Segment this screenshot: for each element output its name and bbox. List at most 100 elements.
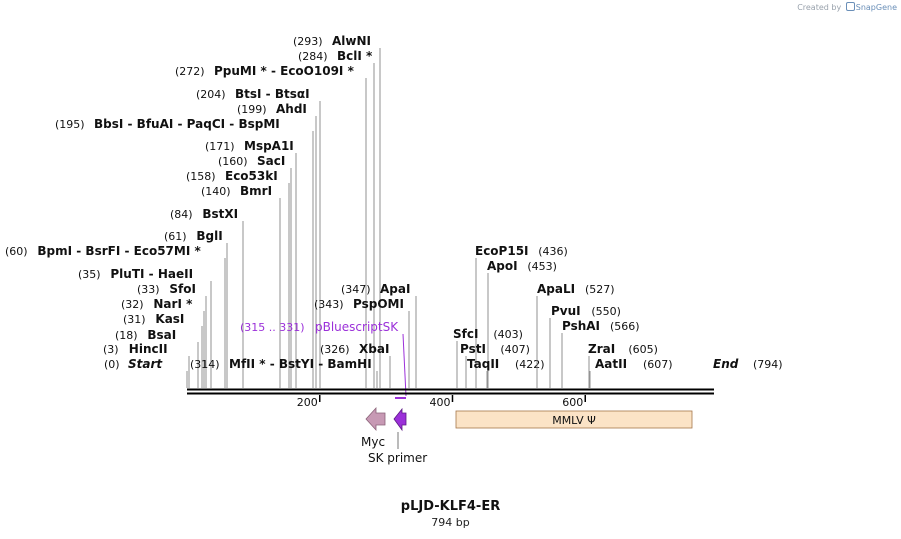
restriction-site-pspomi: (343) PspOMI — [314, 297, 410, 388]
restriction-site-mspa1i: (171) MspA1I — [205, 139, 297, 388]
primer-name: pBluescriptSK — [315, 320, 399, 334]
site-enzyme-name: BmrI — [240, 184, 272, 198]
restriction-site-hincii: (3)HincII — [103, 342, 190, 388]
site-enzyme-name: ApaI — [380, 282, 410, 296]
restriction-site-btsi: (204)BtsI - BtsαI — [196, 87, 321, 388]
site-position: (407) — [500, 343, 530, 356]
site-enzyme-name: SfcI — [453, 327, 478, 341]
site-position: (314) — [190, 358, 220, 371]
site-enzyme-name: TaqII — [467, 357, 499, 371]
restriction-site-nari: (32) NarI * — [121, 297, 205, 388]
snapgene-credit: Created by SnapGene — [797, 2, 897, 12]
site-enzyme-name: BstXI — [202, 207, 238, 221]
site-enzyme-name: PvuI — [551, 304, 581, 318]
restriction-site-bbsi: (195) BbsI - BfuAI - PaqCI - BspMI — [55, 117, 314, 388]
end-position: (794) — [753, 358, 783, 371]
site-enzyme-name: ApaLI — [537, 282, 575, 296]
site-position: (140) — [201, 185, 231, 198]
map-title: pLJD-KLF4-ER — [400, 499, 501, 514]
restriction-site-alwni: (293)AlwNI — [293, 34, 381, 388]
site-position: (272) — [175, 65, 205, 78]
site-position: (403) — [493, 328, 523, 341]
restriction-site-bsai: (18) BsaI — [115, 328, 199, 388]
site-enzyme-name: BsaI — [147, 328, 176, 342]
restriction-site-ppumi: (272) PpuMI * - EcoO109I * — [175, 64, 367, 388]
mmlv-psi-box — [455, 410, 693, 429]
site-enzyme-name: MspA1I — [244, 139, 294, 153]
site-enzyme-name: BbsI - BfuAI - PaqCI - BspMI — [94, 117, 280, 131]
restriction-site-eco53ki: (158)Eco53kI — [186, 169, 290, 388]
site-position: (566) — [610, 320, 640, 333]
restriction-site-sfoi: (33) SfoI — [137, 282, 207, 388]
site-enzyme-name: ZraI — [588, 342, 615, 356]
restriction-site-bstxi: (84) BstXI — [170, 207, 244, 388]
restriction-site-pluti: (35) PluTI - HaeII — [78, 267, 212, 388]
site-position: (195) — [55, 118, 85, 131]
end-label: End — [713, 357, 739, 371]
site-position: (199) — [237, 103, 267, 116]
sk-primer-label: SK primer — [368, 451, 427, 465]
snapgene-logo-icon — [845, 2, 855, 11]
site-position: (436) — [538, 245, 568, 258]
restriction-site-apoi: ApoI(453) — [487, 259, 557, 388]
feature-myc: Myc — [361, 406, 386, 449]
site-position: (160) — [218, 155, 248, 168]
site-enzyme-name: MfII * - BstYI - BamHI — [229, 357, 372, 371]
site-position: (61) — [164, 230, 187, 243]
site-position: (171) — [205, 140, 235, 153]
site-position: (550) — [591, 305, 621, 318]
site-position: (284) — [298, 50, 328, 63]
restriction-site-sfci: SfcI (403) — [453, 327, 523, 388]
site-position: (326) — [320, 343, 350, 356]
restriction-site-mfii: (314) MfII * - BstYI - BamHI — [190, 357, 378, 388]
restriction-site-pvui: PvuI (550) — [549, 304, 621, 388]
start-label: Start — [128, 357, 163, 371]
feature-sk-primer: SK primer — [368, 407, 427, 465]
map-length: 794 bp — [431, 516, 470, 529]
site-position: (607) — [643, 358, 673, 371]
credit-brand: SnapGene — [855, 3, 897, 12]
site-enzyme-name: HincII — [129, 342, 168, 356]
site-position: (84) — [170, 208, 193, 221]
restriction-site-xbai: (326) XbaI — [320, 342, 391, 388]
site-enzyme-name: PstI — [460, 342, 486, 356]
site-enzyme-name: BpmI - BsrFI - Eco57MI * — [37, 244, 201, 258]
restriction-site-bcli: (284) BclI * — [298, 49, 375, 388]
site-position: (32) — [121, 298, 144, 311]
restriction-site-saci: (160) SacI — [218, 154, 292, 388]
restriction-site-ecop15i: EcoP15I (436) — [475, 244, 568, 388]
site-enzyme-name: NarI * — [153, 297, 193, 311]
site-position: (422) — [515, 358, 545, 371]
site-position: (347) — [341, 283, 371, 296]
restriction-site-pshai: PshAI(566) — [561, 319, 640, 388]
restriction-site-taqii: TaqII (422) — [467, 357, 545, 388]
site-position: (33) — [137, 283, 160, 296]
site-position: (18) — [115, 329, 138, 342]
site-position: (35) — [78, 268, 101, 281]
site-enzyme-name: PspOMI — [353, 297, 404, 311]
primer-range: (315 .. 331) — [240, 321, 305, 334]
site-position: (343) — [314, 298, 344, 311]
site-enzyme-name: BglI — [196, 229, 222, 243]
site-enzyme-name: BtsI - BtsαI — [235, 87, 310, 101]
site-position: (605) — [628, 343, 658, 356]
site-enzyme-name: BclI * — [337, 49, 373, 63]
start-position: (0) — [104, 358, 120, 371]
restriction-site-apai: (347) ApaI — [341, 282, 417, 388]
site-enzyme-name: PpuMI * - EcoO109I * — [214, 64, 355, 78]
restriction-site-psti: PstI (407) — [460, 342, 530, 388]
restriction-site-ahdi: (199) AhdI — [237, 102, 317, 388]
sequence-start-label: (0) Start — [104, 357, 188, 388]
restriction-site-bmri: (140) BmrI — [201, 184, 281, 388]
site-enzyme-name: Eco53kI — [225, 169, 278, 183]
restriction-site-bgli: (61) BglI — [164, 229, 228, 388]
site-position: (527) — [585, 283, 615, 296]
site-enzyme-name: XbaI — [359, 342, 389, 356]
site-enzyme-name: SacI — [257, 154, 285, 168]
site-enzyme-name: EcoP15I — [475, 244, 529, 258]
restriction-site-apali: ApaLI (527) — [536, 282, 615, 388]
site-enzyme-name: SfoI — [169, 282, 196, 296]
site-enzyme-name: AhdI — [276, 102, 307, 116]
site-enzyme-name: PluTI - HaeII — [110, 267, 193, 281]
site-enzyme-name: AatII — [595, 357, 627, 371]
